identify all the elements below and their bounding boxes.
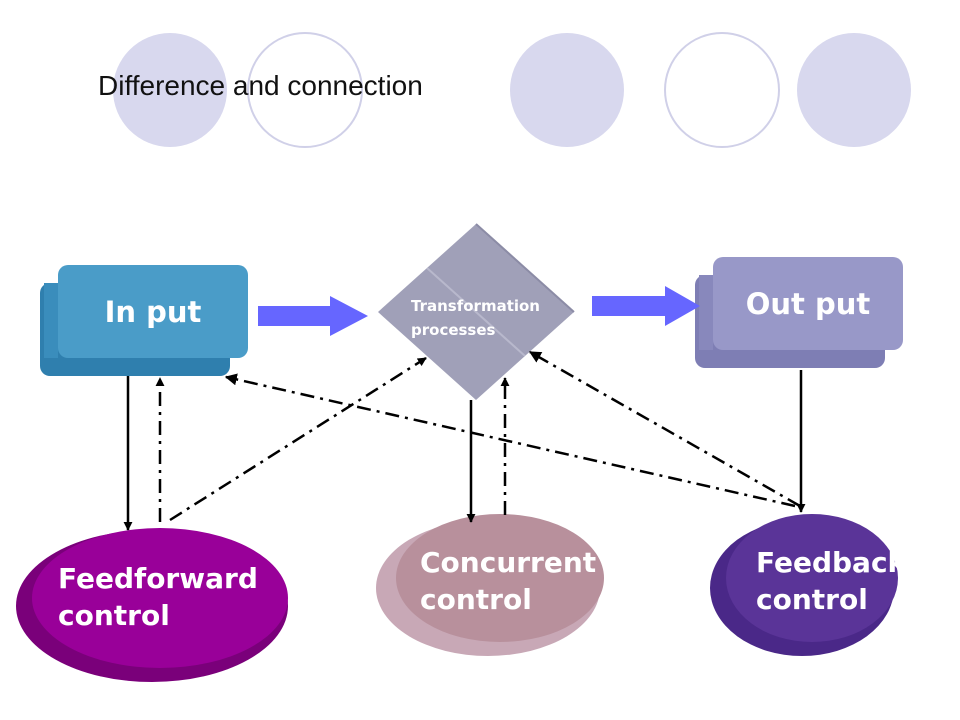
feedback-to-transform-dashed [528,350,801,508]
feedback-to-input-dashed [224,373,796,508]
concurrent-ellipse [376,514,604,656]
decor-circle-5 [797,33,911,147]
output-box [695,257,903,368]
feedforward-ellipse [16,528,288,682]
input-box [40,265,248,376]
feedback-label-line1: Feedback [756,546,907,579]
dashed-connectors [155,350,801,522]
decor-circle-1 [113,33,227,147]
input-label: In put [104,295,202,329]
feedforward-label: Feedforward control [58,560,258,634]
decor-circle-2 [247,32,363,148]
feedforward-to-transform-dashed [169,356,427,522]
transformation-label-line1: Transformation [411,297,540,315]
transformation-label: Transformation processes [411,294,540,342]
slide-title: Difference and connection [98,70,423,101]
feedback-label: Feedback control [756,544,906,618]
output-label: Out put [745,287,871,321]
feedforward-label-line1: Feedforward [58,562,258,595]
decor-circle-4 [664,32,780,148]
feedback-ellipse [710,514,898,656]
decor-circle-3 [510,33,624,147]
feedforward-label-line2: control [58,599,170,632]
transformation-diamond [378,223,575,400]
decorative-circles [113,32,911,148]
solid-connectors [123,370,806,531]
transform-to-output-arrow [592,286,700,326]
concurrent-label-line2: control [420,583,532,616]
flow-arrows [258,286,700,336]
concurrent-label-line1: Concurrent [420,546,597,579]
feedback-label-line2: control [756,583,868,616]
input-to-transform-arrow [258,296,368,336]
concurrent-label: Concurrent control [420,544,596,618]
transformation-label-line2: processes [411,321,496,339]
